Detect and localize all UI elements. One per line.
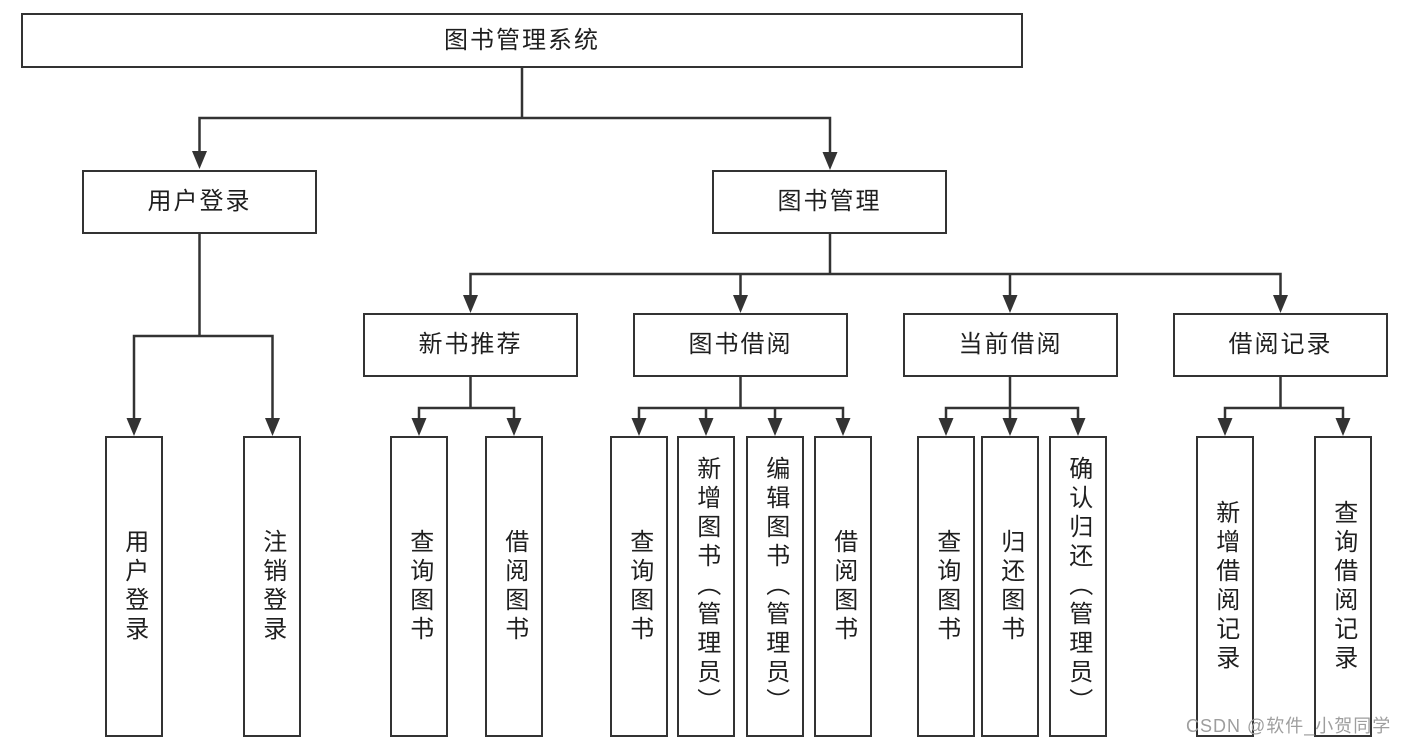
arrowhead-icon (1002, 295, 1018, 313)
node-user-login: 用户登录 (82, 170, 317, 234)
arrowhead-icon (1002, 418, 1018, 436)
leaf-label: 查询图书 (932, 528, 960, 645)
leaf-label: 查询借阅记录 (1329, 499, 1357, 674)
leaf-label: 归还图书 (996, 528, 1024, 645)
node-library-management-system: 图书管理系统 (21, 13, 1023, 68)
leaf-borrowing-borrow-books: 借阅图书 (814, 436, 872, 737)
leaf-borrowing-add-books-admin: 新增图书（管理员） (677, 436, 735, 737)
node-book-borrowing: 图书借阅 (633, 313, 848, 377)
leaf-label: 借阅图书 (500, 528, 528, 645)
arrowhead-icon (192, 151, 207, 169)
arrowhead-icon (463, 295, 478, 313)
leaf-newbooks-borrow-books: 借阅图书 (485, 436, 543, 737)
arrowhead-icon (835, 418, 851, 436)
leaf-current-query-books: 查询图书 (917, 436, 975, 737)
leaf-user-login: 用户登录 (105, 436, 163, 737)
leaf-current-return-books: 归还图书 (981, 436, 1039, 737)
leaf-label: 查询图书 (625, 528, 653, 645)
arrowhead-icon (411, 418, 427, 436)
arrowhead-icon (733, 295, 748, 313)
arrowhead-icon (265, 418, 280, 436)
leaf-label: 借阅图书 (829, 528, 857, 645)
arrowhead-icon (1335, 418, 1351, 436)
arrowhead-icon (1217, 418, 1233, 436)
arrowhead-icon (938, 418, 954, 436)
leaf-records-query-record: 查询借阅记录 (1314, 436, 1372, 737)
leaf-label: 新增图书（管理员） (692, 456, 720, 717)
node-new-book-recommendation: 新书推荐 (363, 313, 578, 377)
csdn-watermark: CSDN @软件_小贺同学 (1186, 716, 1392, 736)
node-book-management: 图书管理 (712, 170, 947, 234)
arrowhead-icon (506, 418, 522, 436)
leaf-label: 确认归还（管理员） (1064, 456, 1092, 717)
leaf-newbooks-query-books: 查询图书 (390, 436, 448, 737)
node-borrowing-records: 借阅记录 (1173, 313, 1388, 377)
arrowhead-icon (698, 418, 714, 436)
arrowhead-icon (631, 418, 647, 436)
leaf-label: 新增借阅记录 (1211, 499, 1239, 674)
leaf-borrowing-edit-books-admin: 编辑图书（管理员） (746, 436, 804, 737)
leaf-label: 查询图书 (405, 528, 433, 645)
node-current-borrowing: 当前借阅 (903, 313, 1118, 377)
leaf-label: 编辑图书（管理员） (761, 456, 789, 717)
leaf-current-confirm-return-admin: 确认归还（管理员） (1049, 436, 1107, 737)
leaf-logout: 注销登录 (243, 436, 301, 737)
arrowhead-icon (126, 418, 142, 436)
leaf-label: 用户登录 (120, 528, 148, 645)
leaf-borrowing-query-books: 查询图书 (610, 436, 668, 737)
arrowhead-icon (767, 418, 783, 436)
leaf-records-add-record: 新增借阅记录 (1196, 436, 1254, 737)
leaf-label: 注销登录 (258, 528, 286, 645)
arrowhead-icon (1070, 418, 1086, 436)
arrowhead-icon (1273, 295, 1288, 313)
arrowhead-icon (822, 152, 838, 170)
tree-connector-path (132, 66, 1345, 422)
